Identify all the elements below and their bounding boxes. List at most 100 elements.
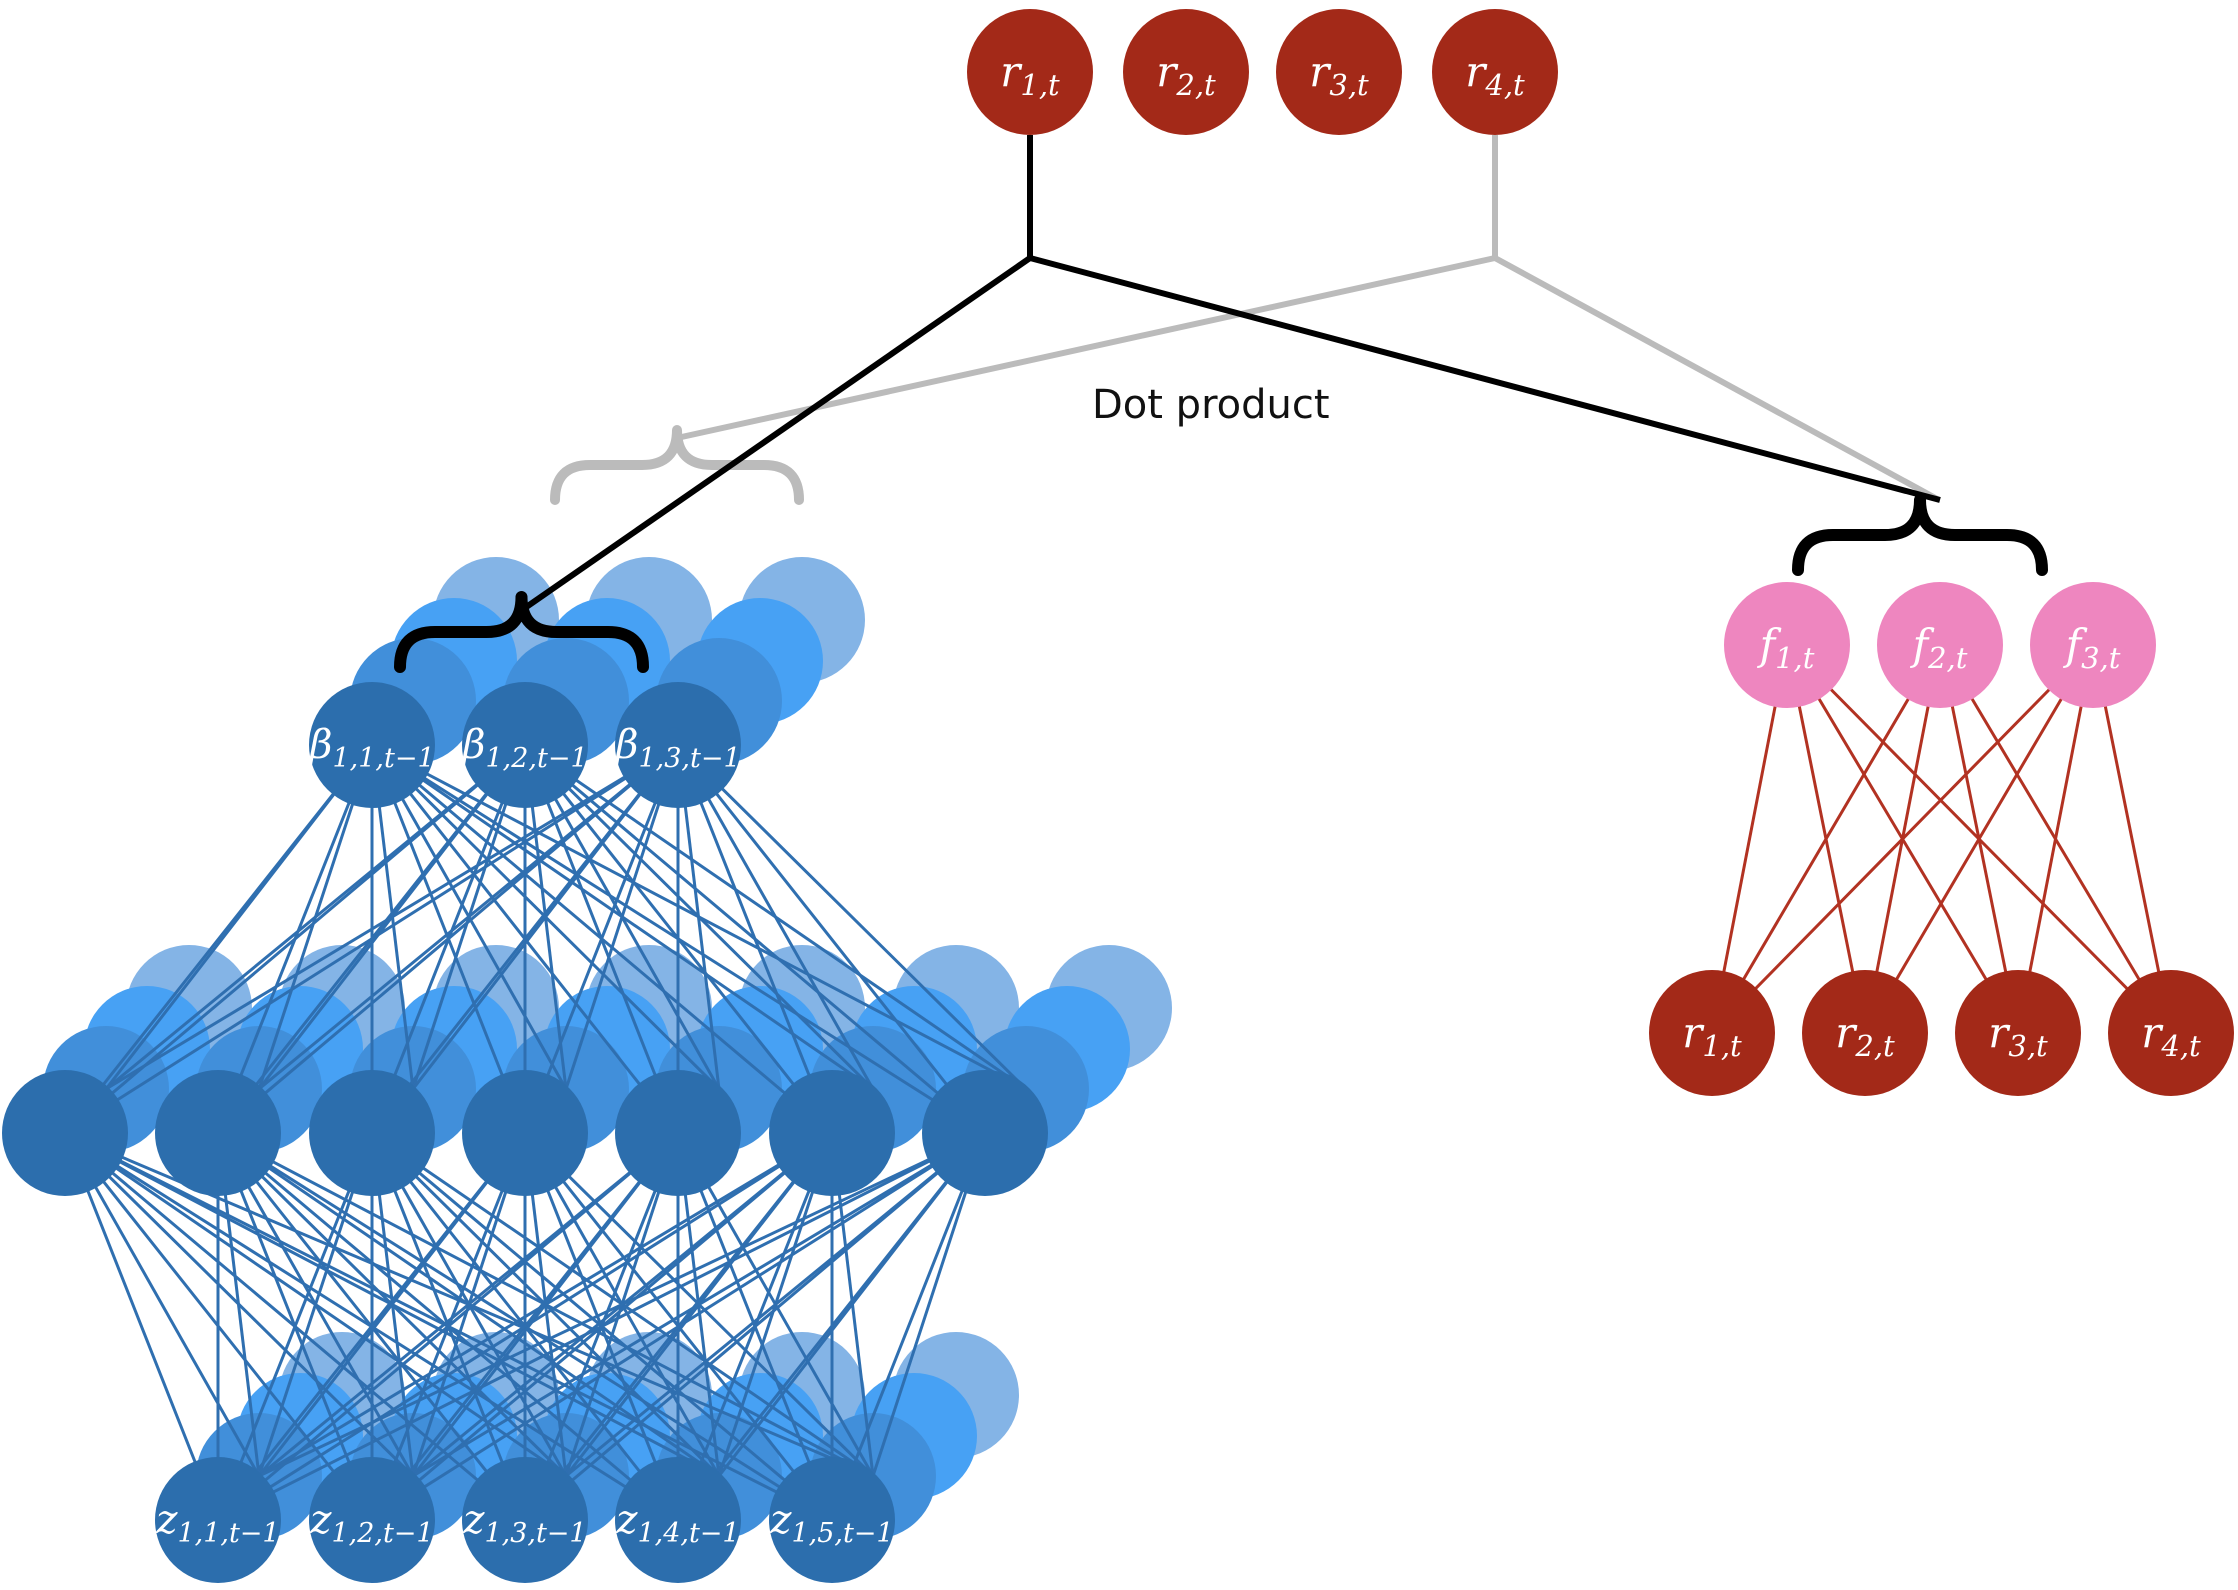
return-top-label-3: r3,t [1309,47,1369,102]
beta-label-2-symbol: β [460,722,485,768]
edge-factor3-return2 [1863,644,2095,1034]
return-bottom-label-2-subscript: 2,t [1854,1029,1895,1063]
return-bottom-label-1: r1,t [1682,1008,1742,1063]
edge-hidden7-input1 [217,1131,986,1522]
input-label-1: z1,1,t−1 [155,1497,279,1549]
edge-factor1-return1 [1710,644,1789,1034]
input-label-3: z1,3,t−1 [462,1497,586,1549]
edge-beta1-hiddenback1 [104,744,374,1090]
input-node-3 [462,1457,588,1583]
active-factor-brace [1792,494,2048,576]
input-label-2-subscript: 1,2,t−1 [331,1518,433,1549]
return-bottom-label-2-symbol: r [1835,1008,1858,1057]
factor-node-3 [2030,582,2156,708]
edge-beta3-hidden7 [676,744,987,1134]
input-label-5-subscript: 1,5,t−1 [791,1518,893,1549]
hidden-node-7 [922,1070,1048,1196]
active-beta-brace [394,591,649,673]
beta-node-2 [462,682,588,808]
input-label-2: z1,2,t−1 [309,1497,433,1549]
factor-node-2 [1877,582,2003,708]
return-top-node-4 [1432,9,1558,135]
inactive-branch-right [1493,255,1941,503]
return-bottom-node-3 [1955,970,2081,1096]
factor-node-1 [1724,582,1850,708]
return-bottom-label-4-subscript: 4,t [2160,1029,2201,1063]
factor-label-3-subscript: 3,t [2081,641,2121,675]
beta-label-2-subscript: 1,2,t−1 [485,743,587,774]
return-bottom-label-3: r3,t [1988,1008,2048,1063]
edge-beta1-hiddenback7 [371,743,1027,1091]
edge-hidden4-inputback1 [257,1132,527,1477]
beta-label-2: β1,2,t−1 [460,722,587,774]
beta-node-3 [615,682,741,808]
return-bottom-label-3-subscript: 3,t [2008,1029,2048,1063]
beta-label-3-symbol: β [613,722,638,768]
edge-hidden7-inputback1 [258,1131,986,1478]
beta-label-1-subscript: 1,1,t−1 [332,743,434,774]
edge-beta3-hiddenback7 [676,743,1028,1091]
return-top-label-2: r2,t [1156,47,1216,102]
input-label-4-symbol: z [615,1497,638,1543]
input-node-2 [309,1457,435,1583]
beta-label-1: β1,1,t−1 [307,722,434,774]
edge-beta1-hidden6 [371,743,833,1135]
input-node-4 [615,1457,741,1583]
edge-hidden7-inputback3 [565,1131,986,1478]
return-top-label-3-subscript: 3,t [1329,68,1369,102]
edge-hidden1-inputback1 [63,1132,261,1477]
input-label-5: z1,5,t−1 [769,1497,893,1549]
edge-hidden3-input1 [216,1132,374,1521]
hidden-node-2 [155,1070,281,1196]
edge-factor3-return1 [1710,643,2095,1035]
input-label-1-subscript: 1,1,t−1 [177,1518,279,1549]
input-label-4: z1,4,t−1 [615,1497,739,1549]
edge-hidden5-inputback1 [258,1131,679,1478]
return-top-label-2-symbol: r [1156,47,1179,96]
beta-node-1 [309,682,435,808]
active-branch-left [520,255,1032,613]
hidden-node-6 [769,1070,895,1196]
beta-label-1-symbol: β [307,722,332,768]
edge-beta1-hidden7 [371,743,986,1135]
edge-beta1-hiddenback4 [370,744,568,1090]
input-node-5 [769,1457,895,1583]
edge-beta1-hidden5 [370,744,680,1134]
edge-beta1-hidden2 [216,744,374,1134]
hidden-node-3 [309,1070,435,1196]
return-bottom-node-1 [1649,970,1775,1096]
return-bottom-node-2 [1802,970,1928,1096]
return-top-label-3-symbol: r [1309,47,1332,96]
edge-factor2-return1 [1710,644,1942,1034]
active-branch-right [1029,255,1941,503]
beta-label-3-subscript: 1,3,t−1 [638,743,740,774]
input-label-3-symbol: z [462,1497,485,1543]
edge-beta2-hidden7 [524,743,986,1135]
edge-hidden6-input1 [217,1131,833,1522]
input-label-2-symbol: z [309,1497,332,1543]
return-top-node-1 [967,9,1093,135]
return-top-label-4-subscript: 4,t [1484,68,1525,102]
return-top-node-3 [1276,9,1402,135]
input-label-1-symbol: z [155,1497,178,1543]
edge-hidden7-inputback4 [717,1132,987,1477]
return-bottom-label-4-symbol: r [2141,1008,2164,1057]
input-label-4-subscript: 1,4,t−1 [637,1518,739,1549]
beta-label-3: β1,3,t−1 [613,722,740,774]
return-bottom-label-1-subscript: 1,t [1702,1029,1742,1063]
return-top-label-2-subscript: 2,t [1175,68,1216,102]
input-label-5-symbol: z [769,1497,792,1543]
return-bottom-node-4 [2108,970,2234,1096]
return-bottom-label-3-symbol: r [1988,1008,2011,1057]
input-label-3-subscript: 1,3,t−1 [484,1518,586,1549]
return-top-label-1: r1,t [1000,47,1060,102]
return-top-node-2 [1123,9,1249,135]
return-top-label-1-symbol: r [1000,47,1023,96]
return-top-label-4: r4,t [1465,47,1525,102]
inactive-beta-brace [550,425,804,505]
hidden-node-4 [462,1070,588,1196]
return-top-label-1-subscript: 1,t [1020,68,1060,102]
return-bottom-label-1-symbol: r [1682,1008,1705,1057]
dot-product-caption: Dot product [1092,382,1330,428]
